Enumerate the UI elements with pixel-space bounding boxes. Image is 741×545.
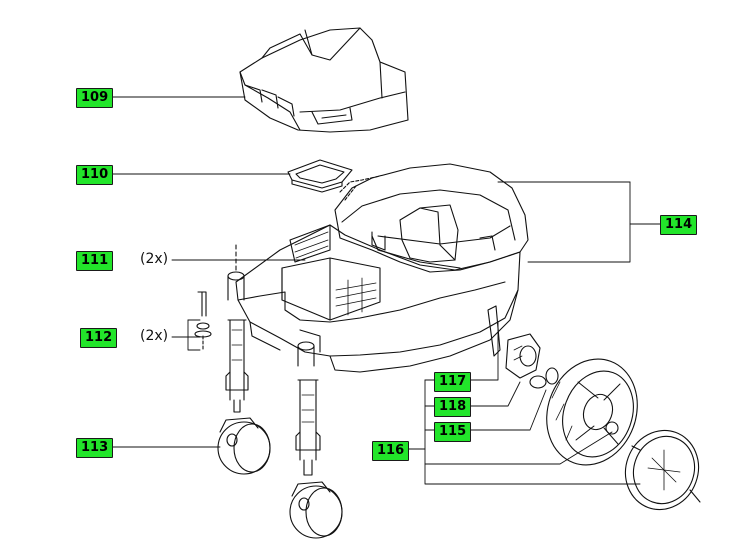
part-116-wheel: [546, 358, 638, 466]
caster-posts: [227, 244, 315, 367]
callout-111: 111: [76, 251, 114, 271]
callout-117: 117: [434, 372, 472, 392]
callout-114: 114: [660, 215, 698, 235]
leader-lines: [111, 96, 661, 485]
callout-118: 118: [434, 397, 472, 417]
quantity-112: (2x): [138, 328, 171, 344]
callout-109: 109: [76, 88, 114, 108]
callout-116: 116: [372, 441, 410, 461]
callout-112: 112: [80, 328, 118, 348]
callout-113: 113: [76, 438, 114, 458]
part-114-lid: [334, 163, 529, 273]
part-110-filter: [287, 159, 353, 193]
part-112-pin: [194, 291, 212, 351]
quantity-111: (2x): [138, 251, 171, 267]
callout-110: 110: [76, 165, 114, 185]
part-113-casters: [217, 319, 343, 539]
part-115-hubcap: [624, 429, 701, 511]
part-109-tray: [239, 27, 409, 133]
housing-body: [235, 224, 521, 373]
callout-115: 115: [434, 422, 472, 442]
part-117-118-drum: [487, 305, 559, 389]
